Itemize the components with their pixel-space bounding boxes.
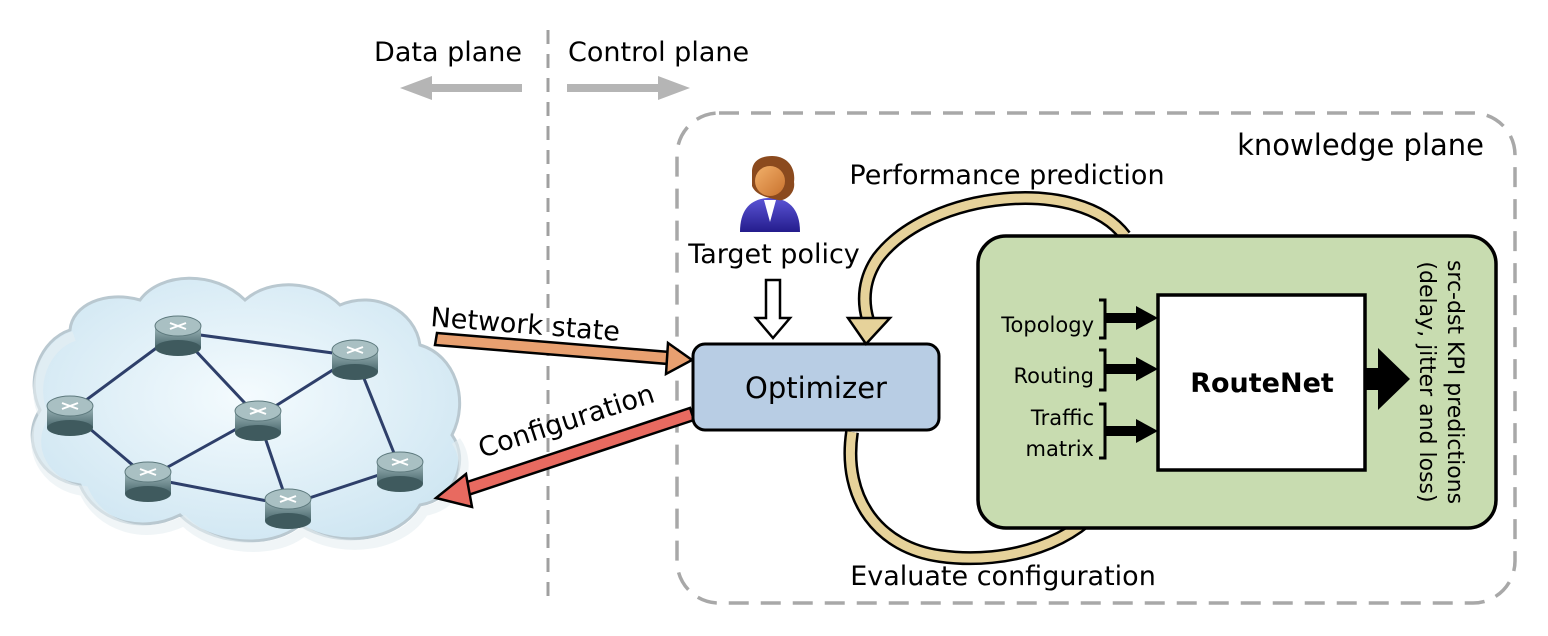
data-plane-arrow xyxy=(400,76,522,100)
router-icon xyxy=(154,315,202,356)
router-icon xyxy=(331,339,379,380)
input-traffic-arrow xyxy=(1105,419,1158,443)
performance-prediction-arrow xyxy=(845,191,1131,346)
input-topology-arrow xyxy=(1105,306,1158,330)
router-icon xyxy=(376,451,424,492)
router-icon xyxy=(46,395,94,436)
control-plane-arrow xyxy=(567,76,690,100)
target-policy-label: Target policy xyxy=(687,239,860,270)
kpi-predictions-sublabel: (delay, jitter and loss) xyxy=(1414,261,1439,502)
knowledge-plane-label: knowledge plane xyxy=(1237,128,1484,162)
optimizer-label: Optimizer xyxy=(745,371,887,405)
target-policy-arrow xyxy=(753,278,793,340)
input-traffic-label: Traffic xyxy=(1030,406,1094,430)
optimizer-box xyxy=(691,342,941,432)
router-icon xyxy=(234,400,282,441)
user-icon xyxy=(740,156,800,232)
routenet-box xyxy=(1156,293,1367,472)
routenet-label: RouteNet xyxy=(1190,368,1334,399)
input-routing-arrow xyxy=(1105,357,1158,381)
input-topology-label: Topology xyxy=(1000,313,1094,337)
router-icon xyxy=(124,461,172,502)
router-icon xyxy=(264,488,312,529)
control-plane-label: Control plane xyxy=(568,37,749,68)
data-plane-label: Data plane xyxy=(374,37,522,68)
input-routing-label: Routing xyxy=(1013,364,1094,388)
kpi-predictions-label: src-dst KPI predictions xyxy=(1442,260,1467,504)
network-cloud xyxy=(30,276,469,552)
routenet-output-arrow xyxy=(1365,348,1410,410)
performance-prediction-label: Performance prediction xyxy=(849,160,1164,191)
input-matrix-label: matrix xyxy=(1026,437,1094,461)
evaluate-configuration-label: Evaluate configuration xyxy=(850,561,1156,592)
network-state-arrow xyxy=(433,331,695,377)
